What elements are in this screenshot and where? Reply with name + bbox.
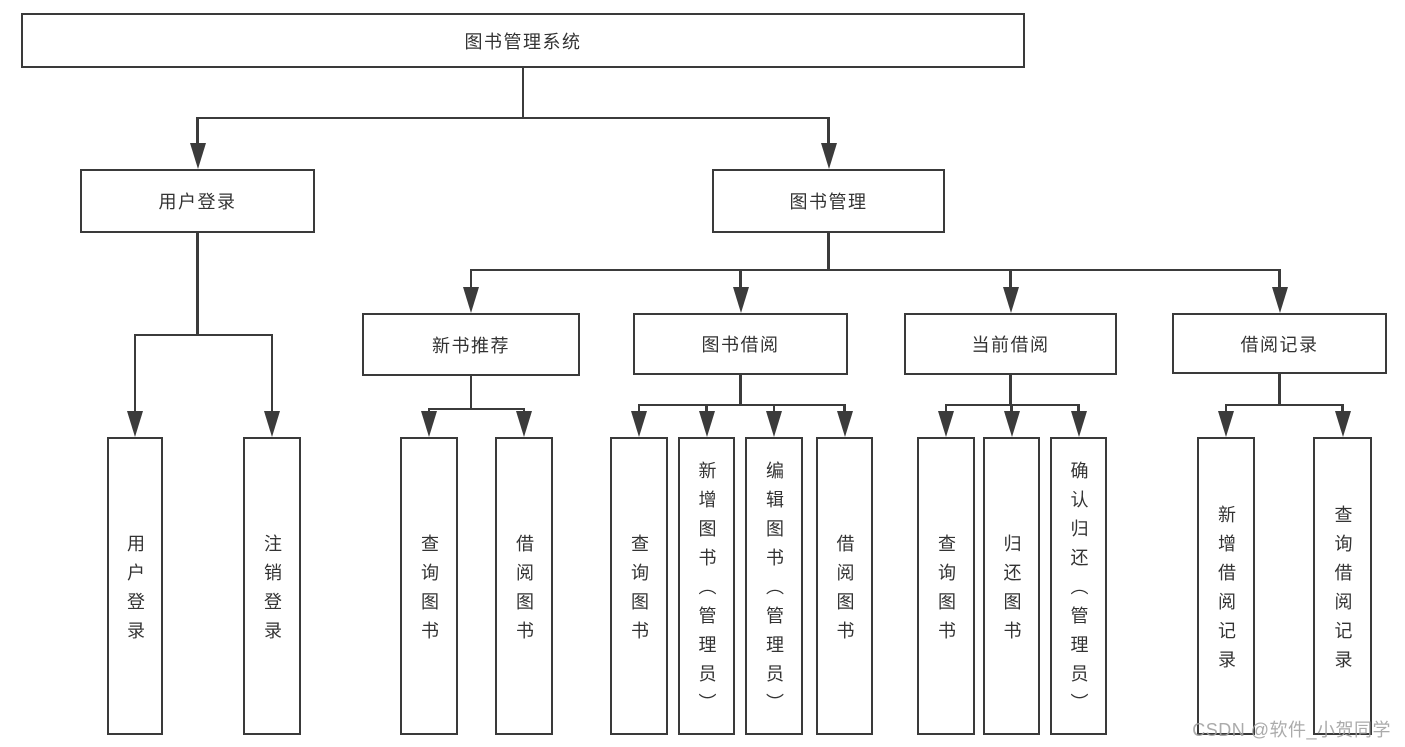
- arrowhead-down-icon: [421, 411, 437, 437]
- node-book-borrowing: 图书借阅: [633, 313, 848, 375]
- node-borrowing-records: 借阅记录: [1172, 313, 1387, 374]
- connector-line: [1010, 405, 1013, 416]
- arrowhead-down-icon: [1218, 411, 1234, 437]
- node-label: 查询图书: [629, 533, 649, 650]
- node-return-books: 归还图书: [983, 437, 1040, 735]
- connector-line: [739, 270, 742, 291]
- arrowhead-down-icon: [264, 411, 280, 437]
- node-label: 新书推荐: [432, 335, 510, 356]
- node-add-books-admin: 新增图书（管理员）: [678, 437, 735, 735]
- arrowhead-down-icon: [820, 143, 837, 169]
- connector-line: [1009, 270, 1012, 291]
- node-label: 新增图书（管理员）: [696, 461, 717, 722]
- node-label: 借阅图书: [514, 533, 534, 650]
- node-user-login-leaf: 用户登录: [107, 437, 163, 735]
- node-add-borrow-record: 新增借阅记录: [1197, 437, 1255, 735]
- connector-line: [772, 405, 776, 416]
- connector-line: [521, 68, 525, 118]
- connector-line: [1224, 403, 1344, 407]
- connector-line: [1009, 375, 1012, 406]
- arrowhead-down-icon: [1003, 411, 1020, 437]
- connector-line: [1278, 373, 1281, 406]
- node-label: 注销登录: [262, 533, 282, 650]
- node-query-books-2: 查询图书: [610, 437, 668, 735]
- arrowhead-down-icon: [189, 143, 206, 169]
- node-label: 借阅记录: [1240, 334, 1319, 355]
- arrowhead-down-icon: [127, 411, 143, 437]
- node-label: 当前借阅: [971, 335, 1050, 355]
- node-user-login: 用户登录: [80, 169, 315, 233]
- node-label: 图书管理: [789, 192, 868, 212]
- node-label: 新增借阅记录: [1216, 504, 1236, 679]
- connector-line: [1341, 405, 1344, 416]
- node-label: 图书借阅: [701, 335, 780, 355]
- node-query-books-1: 查询图书: [400, 437, 458, 735]
- node-label: 借阅图书: [834, 533, 855, 650]
- node-label: 查询图书: [419, 533, 439, 650]
- connector-line: [843, 405, 846, 416]
- connector-line: [469, 268, 1281, 272]
- node-confirm-return-admin: 确认归还（管理员）: [1050, 437, 1107, 735]
- connector-line: [827, 118, 830, 147]
- arrowhead-down-icon: [1070, 411, 1087, 437]
- connector-line: [637, 403, 846, 407]
- arrowhead-down-icon: [463, 287, 479, 313]
- connector-line: [427, 407, 526, 411]
- arrowhead-down-icon: [938, 411, 954, 437]
- connector-line: [944, 405, 948, 416]
- connector-line: [196, 116, 830, 120]
- connector-line: [469, 270, 473, 291]
- node-label: 用户登录: [125, 533, 145, 650]
- node-label: 编辑图书（管理员）: [764, 461, 784, 722]
- node-label: 确认归还（管理员）: [1068, 461, 1089, 722]
- node-label: 图书管理系统: [464, 31, 582, 52]
- arrowhead-down-icon: [698, 411, 715, 437]
- arrowhead-down-icon: [1002, 287, 1019, 313]
- connector-line: [739, 375, 742, 406]
- arrowhead-down-icon: [836, 411, 853, 437]
- node-new-book-recommend: 新书推荐: [362, 313, 580, 376]
- watermark: CSDN @软件_小贺同学: [1192, 720, 1391, 740]
- node-current-borrowing: 当前借阅: [904, 313, 1117, 375]
- node-borrow-books-1: 借阅图书: [495, 437, 553, 735]
- connector-line: [1278, 270, 1281, 291]
- connector-line: [196, 233, 199, 336]
- connector-line: [705, 405, 708, 416]
- node-label: 查询借阅记录: [1332, 504, 1353, 679]
- node-logout-leaf: 注销登录: [243, 437, 301, 735]
- connector-line: [133, 333, 274, 337]
- connector-line: [196, 118, 199, 147]
- node-edit-books-admin: 编辑图书（管理员）: [745, 437, 803, 735]
- connector-line: [1077, 405, 1080, 416]
- arrowhead-down-icon: [766, 411, 782, 437]
- node-query-books-3: 查询图书: [917, 437, 975, 735]
- node-label: 归还图书: [1001, 533, 1022, 650]
- node-label: 用户登录: [158, 192, 237, 212]
- node-label: 查询图书: [936, 533, 956, 650]
- arrowhead-down-icon: [1271, 287, 1288, 313]
- connector-line: [133, 335, 137, 414]
- arrowhead-down-icon: [732, 287, 749, 313]
- node-query-borrow-record: 查询借阅记录: [1313, 437, 1372, 735]
- arrowhead-down-icon: [1334, 411, 1351, 437]
- arrowhead-down-icon: [631, 411, 647, 437]
- connector-line: [827, 233, 830, 271]
- connector-line: [469, 376, 473, 410]
- node-book-management: 图书管理: [712, 169, 945, 233]
- arrowhead-down-icon: [516, 411, 532, 437]
- node-borrow-books-2: 借阅图书: [816, 437, 873, 735]
- node-root: 图书管理系统: [21, 13, 1025, 68]
- connector-line: [1224, 405, 1228, 416]
- connector-line: [637, 405, 641, 416]
- connector-line: [270, 335, 274, 414]
